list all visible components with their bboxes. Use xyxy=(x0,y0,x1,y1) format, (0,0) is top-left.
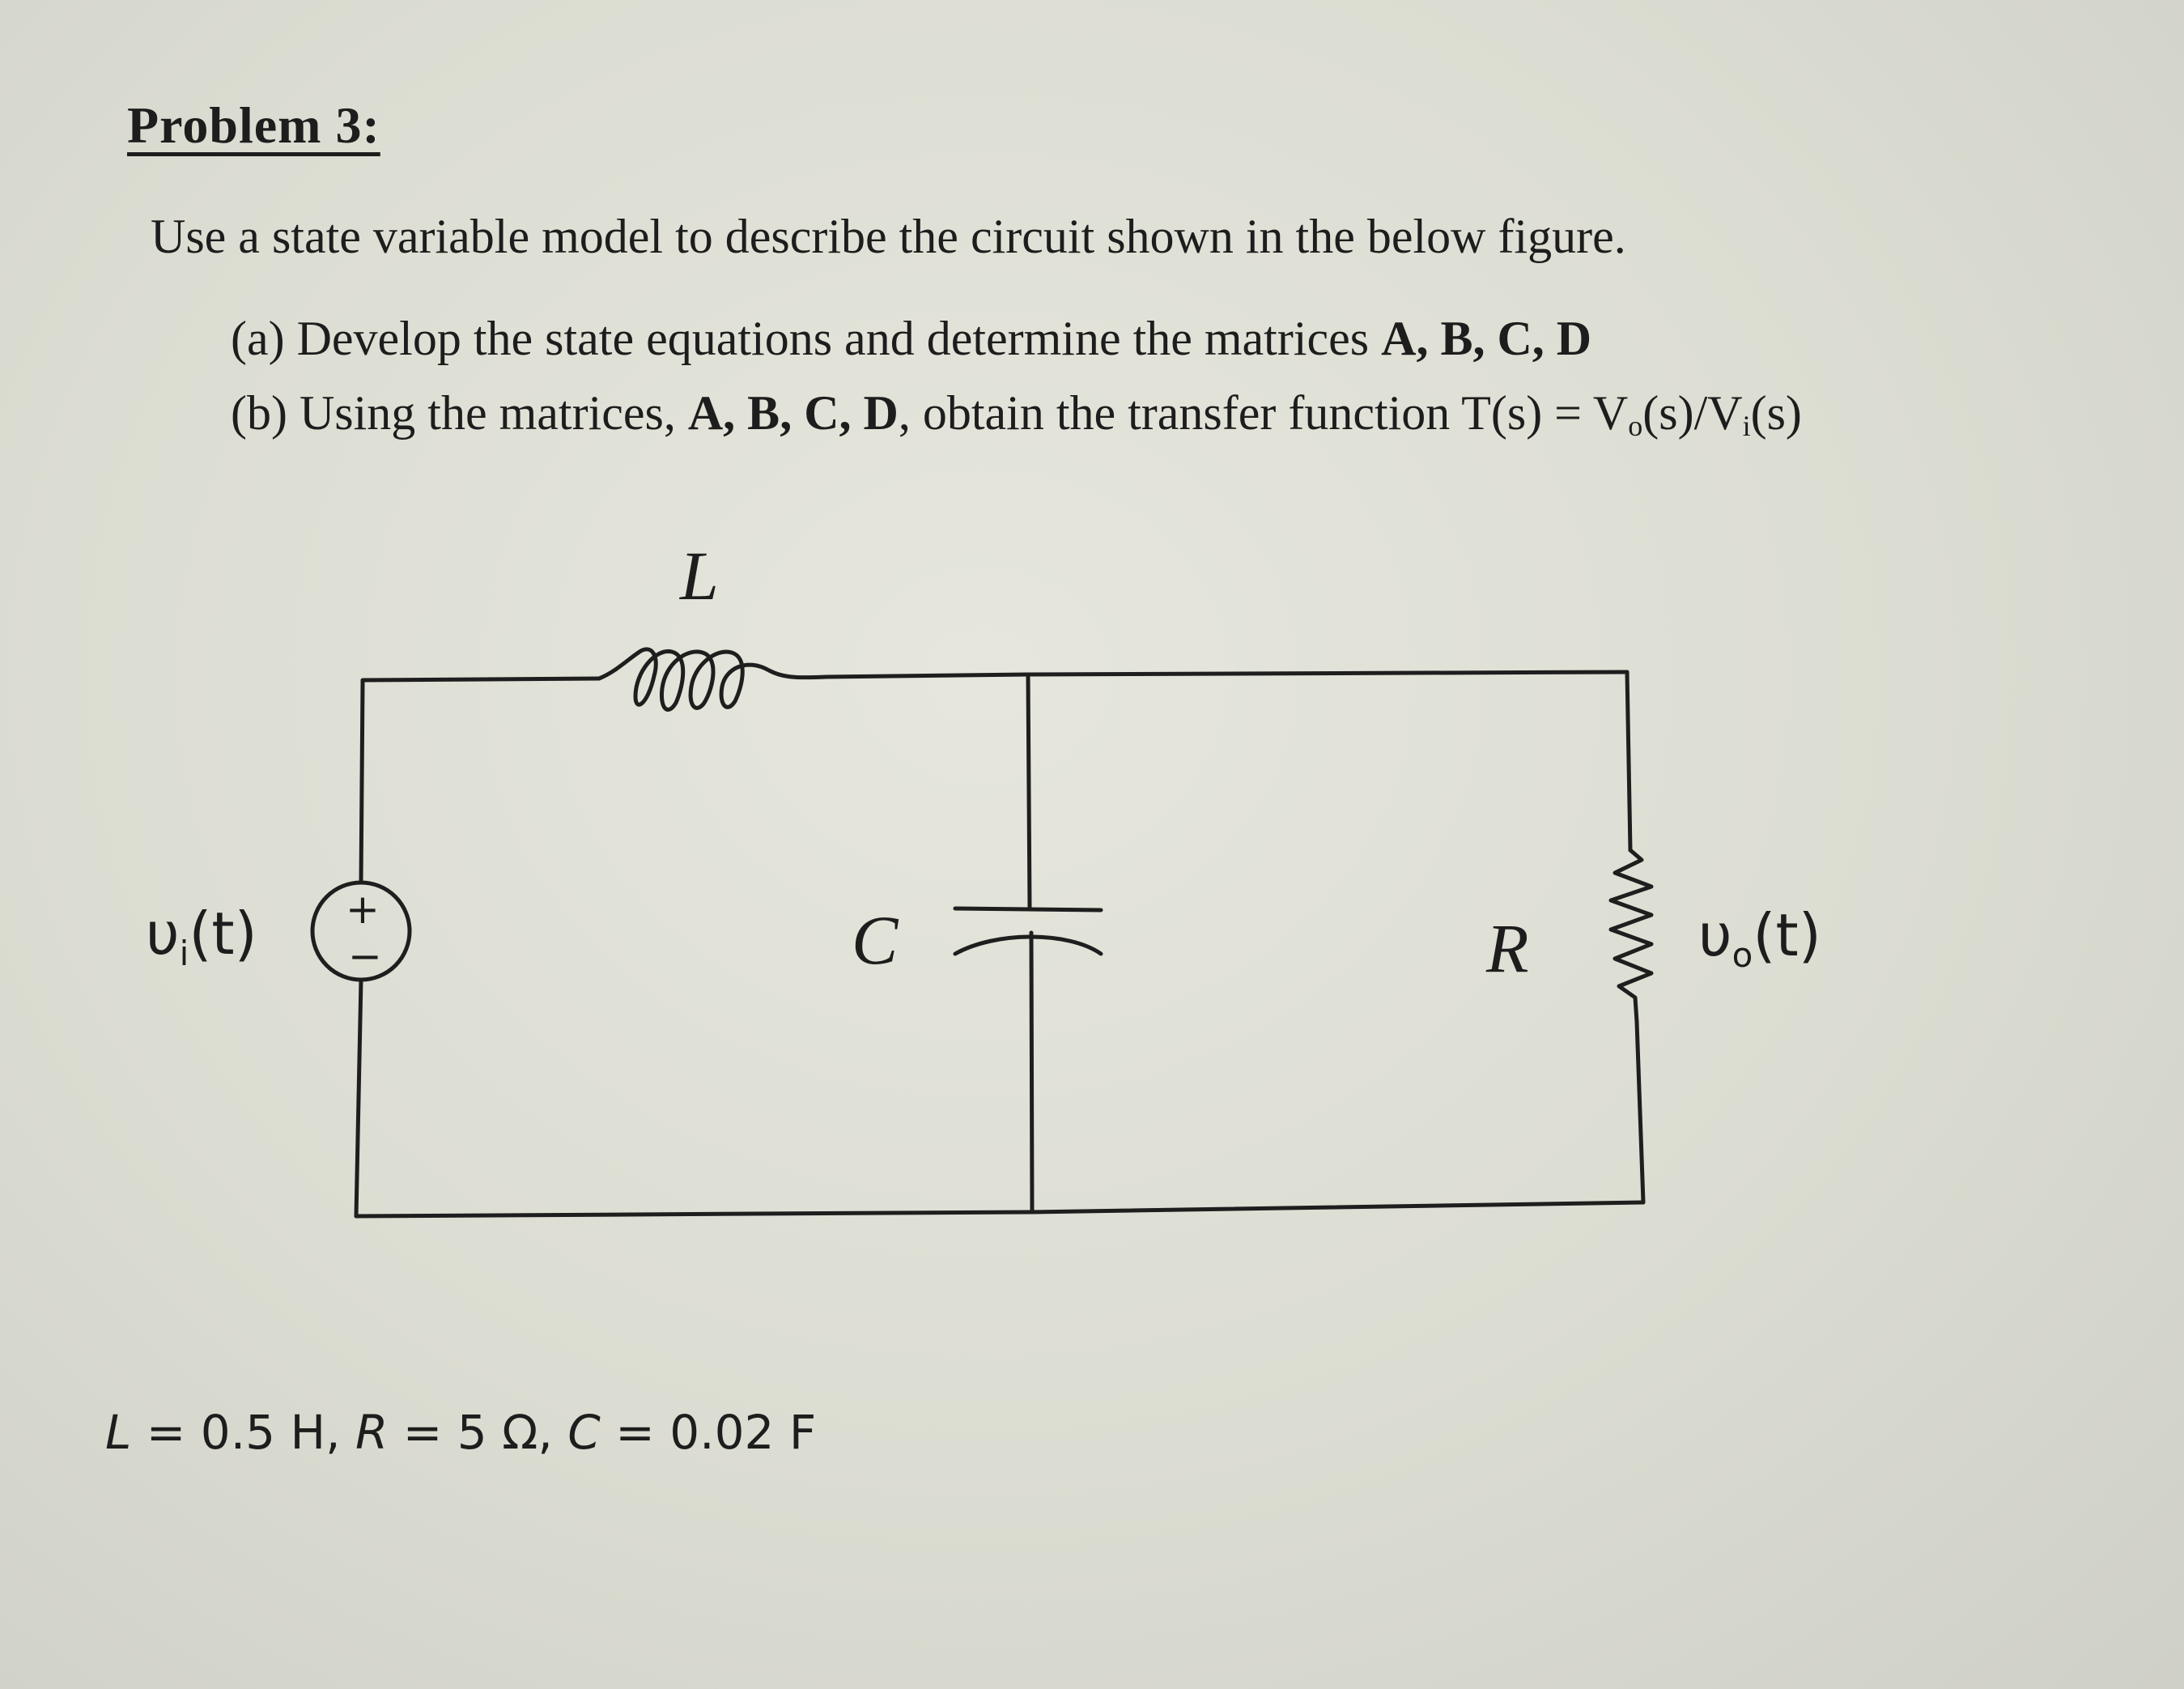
source-voltage-symbol: υ xyxy=(146,900,180,968)
part-b-matrices: A, B, C, D xyxy=(687,386,899,440)
wire-capacitor-lower xyxy=(1029,930,1035,1215)
part-b-transfer-mid: (s)/V xyxy=(1642,386,1743,440)
part-b-sub-i: i xyxy=(1742,410,1751,442)
part-b-transfer-end: (s) xyxy=(1750,386,1802,440)
inductor-label: L xyxy=(678,537,719,615)
output-voltage-arg: (t) xyxy=(1753,901,1821,969)
part-b-text: (b) Using the matrices, xyxy=(231,386,688,440)
wire-top-right xyxy=(823,670,1630,679)
source-voltage-arg: (t) xyxy=(189,900,257,968)
wire-left-upper xyxy=(359,680,365,885)
param-R-value: = 5 Ω, xyxy=(388,1405,568,1460)
output-voltage-symbol: υ xyxy=(1698,901,1732,969)
part-a: (a) Develop the state equations and dete… xyxy=(231,311,1591,367)
capacitor-top-plate xyxy=(953,906,1103,913)
param-L-symbol: L xyxy=(105,1405,132,1460)
wire-capacitor-upper xyxy=(1026,672,1032,911)
param-R-symbol: R xyxy=(355,1405,389,1460)
capacitor-bottom-plate xyxy=(953,934,1103,956)
part-a-text: (a) Develop the state equations and dete… xyxy=(231,312,1382,365)
source-minus-sign: − xyxy=(348,933,382,980)
output-voltage-label: υo(t) xyxy=(1698,901,1821,975)
wire-resistor-upper xyxy=(1625,670,1633,853)
source-voltage-sub: i xyxy=(180,934,189,973)
problem-intro: Use a state variable model to describe t… xyxy=(151,210,1626,263)
param-L-value: = 0.5 H, xyxy=(131,1405,355,1460)
problem-title: Problem 3: xyxy=(127,96,380,154)
wire-resistor-lower xyxy=(1634,1019,1646,1205)
part-b-transfer-text: , obtain the transfer function T(s) = V xyxy=(898,386,1629,440)
wire-left-lower xyxy=(354,977,363,1219)
output-voltage-sub: o xyxy=(1732,935,1753,975)
source-voltage-label: υi(t) xyxy=(146,900,257,973)
resistor-label: R xyxy=(1485,909,1529,987)
part-b-sub-o: o xyxy=(1628,410,1643,442)
source-plus-sign: + xyxy=(346,886,380,933)
resistor-zigzag xyxy=(1608,848,1654,1024)
param-C-value: = 0.02 F xyxy=(600,1405,817,1460)
part-a-matrices: A, B, C, D xyxy=(1381,312,1592,365)
wire-top-left xyxy=(360,676,601,685)
component-values: L = 0.5 H, R = 5 Ω, C = 0.02 F xyxy=(105,1405,816,1460)
param-C-symbol: C xyxy=(567,1405,601,1460)
wire-bottom xyxy=(354,1200,1646,1219)
inductor-coil xyxy=(597,647,828,712)
capacitor-label: C xyxy=(852,901,899,979)
part-b: (b) Using the matrices, A, B, C, D, obta… xyxy=(231,385,1802,442)
